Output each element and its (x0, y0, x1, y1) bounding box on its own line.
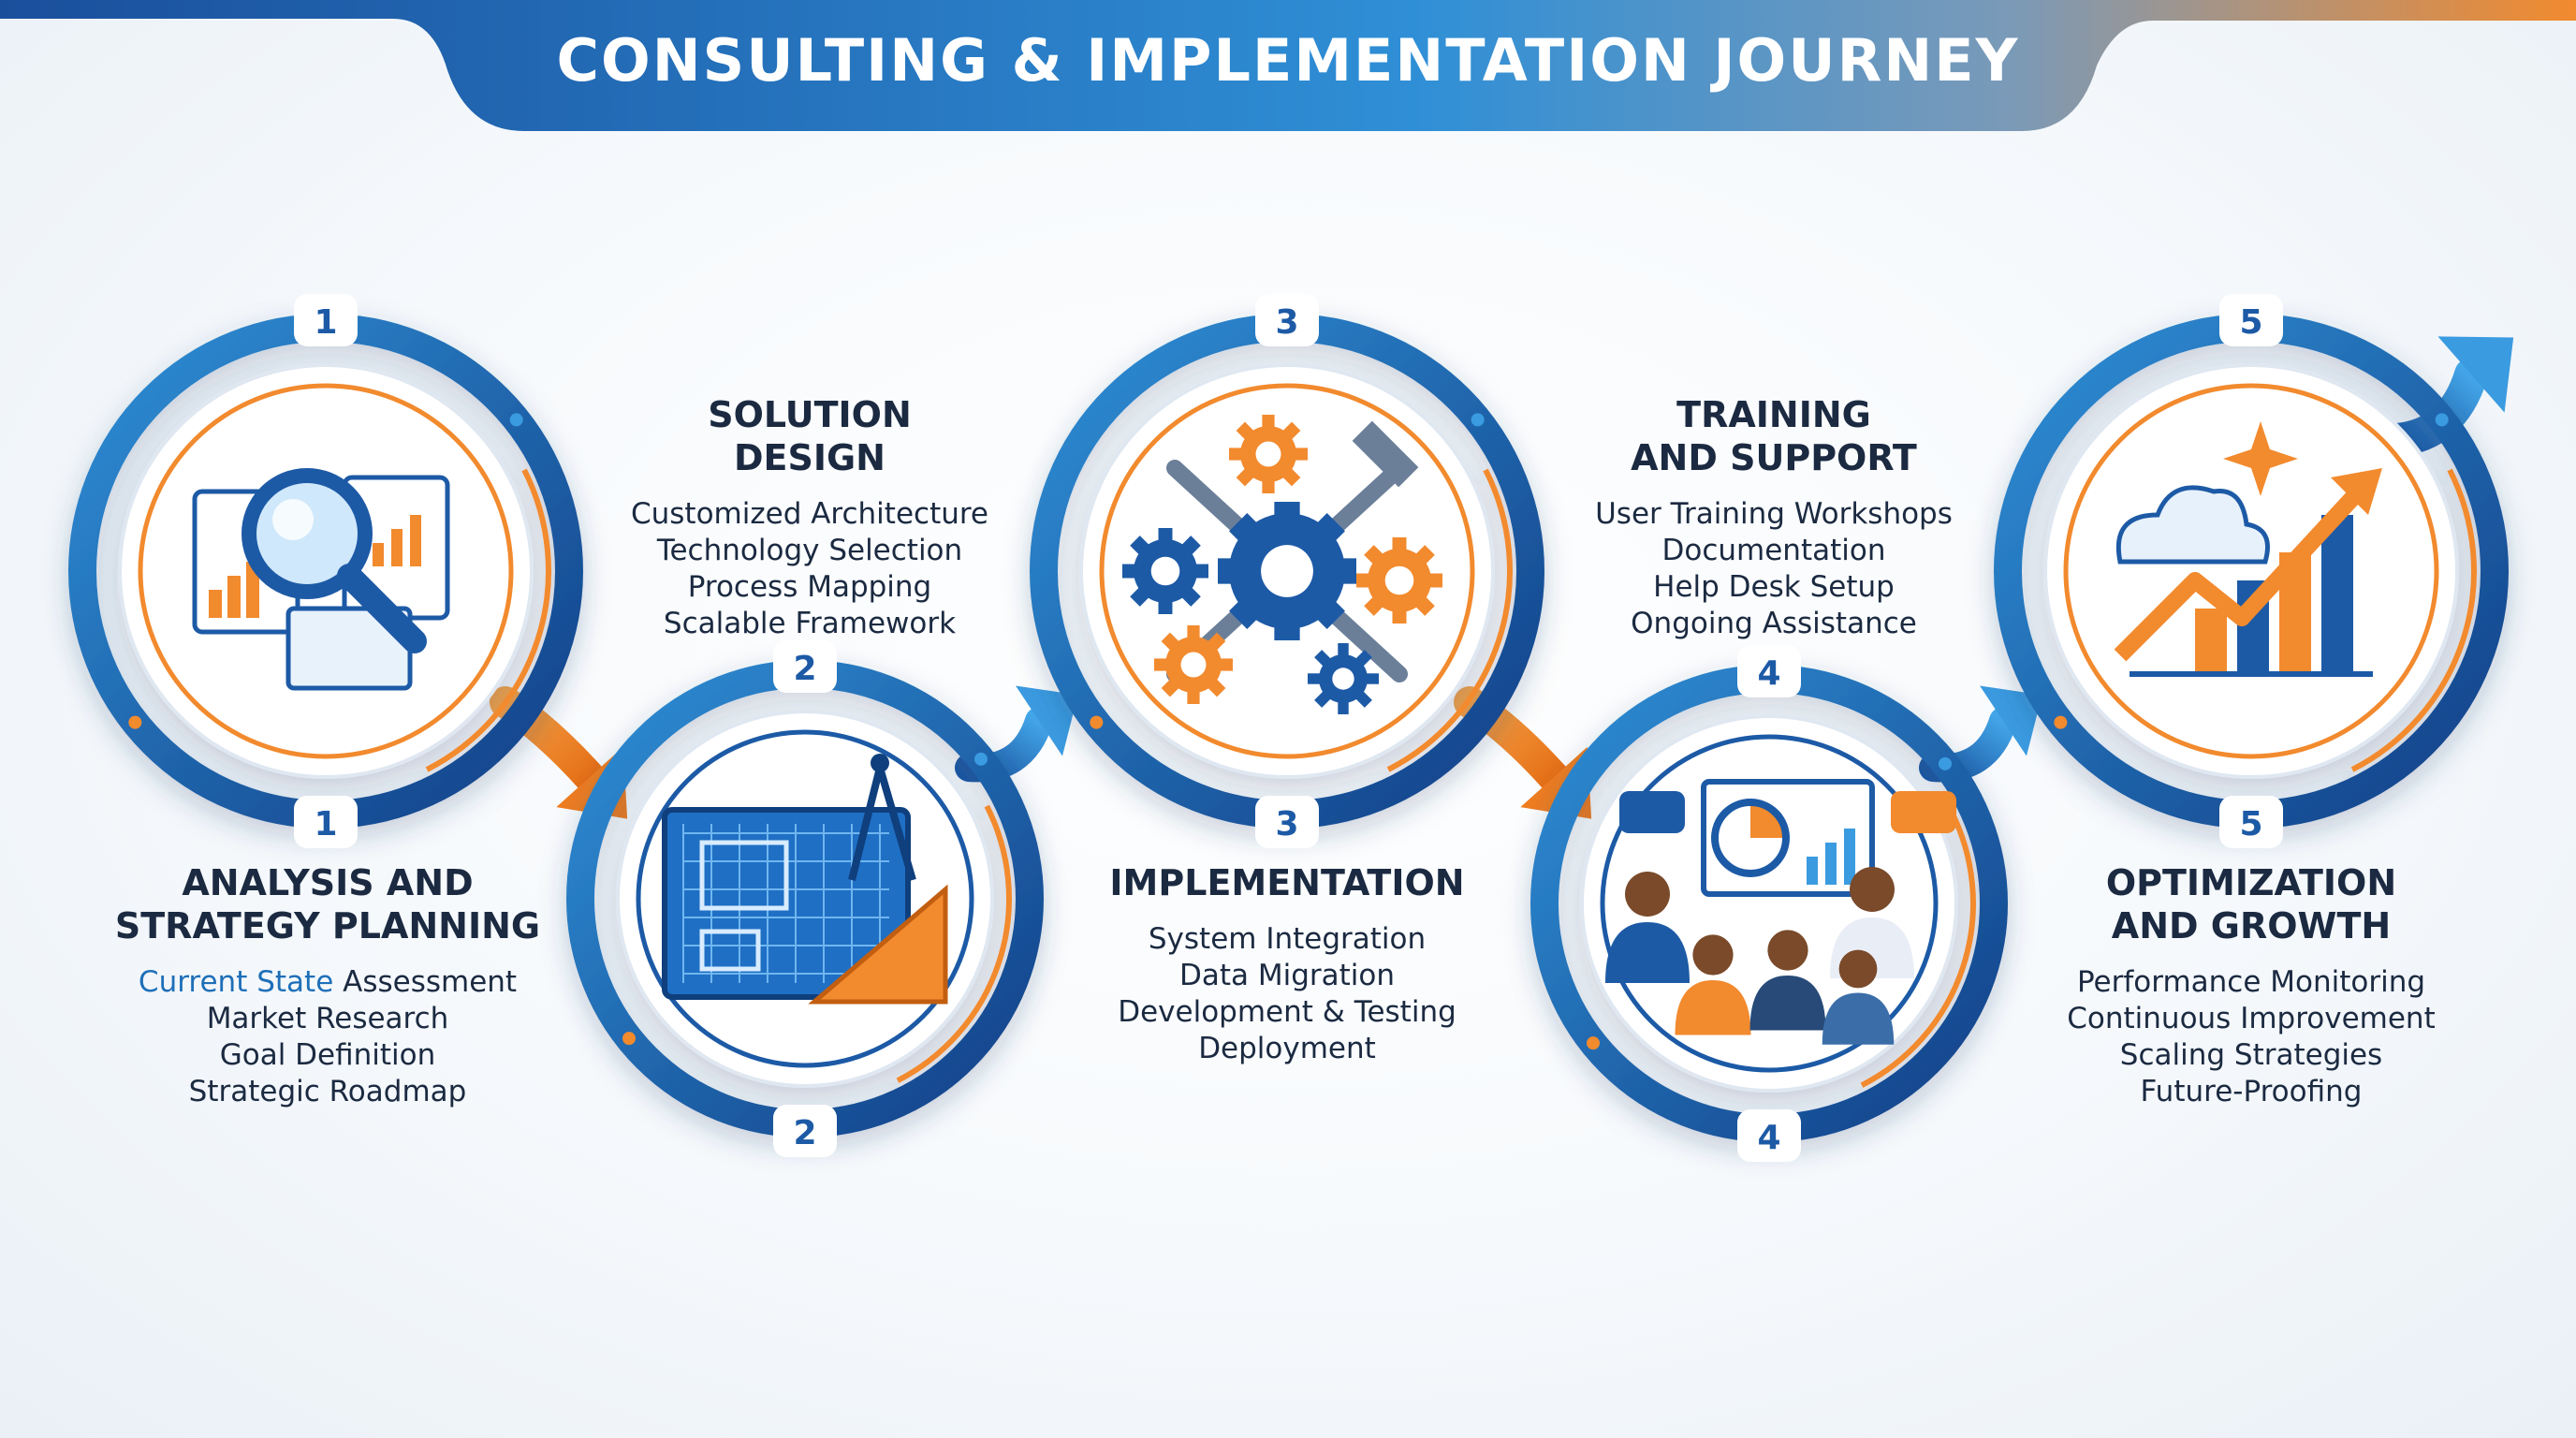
step-title-line: TRAINING (1676, 394, 1871, 435)
step-2-number-bottom: 2 (793, 1114, 816, 1152)
step-4-number-top: 4 (1757, 654, 1780, 693)
step-item: Performance Monitoring (2076, 965, 2426, 999)
step-5-number-bottom: 5 (2239, 805, 2262, 844)
step-item: Market Research (206, 1002, 449, 1035)
step-4-circle (1530, 665, 2008, 1142)
step-item: Goal Definition (219, 1038, 436, 1072)
step-item: System Integration (1148, 922, 1427, 956)
step-title-line: STRATEGY PLANNING (114, 905, 541, 946)
title-banner (0, 0, 2576, 131)
step-title-line: SOLUTION (708, 394, 912, 435)
step-item: Process Mapping (687, 570, 932, 604)
step-title-line: ANALYSIS AND (182, 862, 474, 903)
growth-chart-icon (2114, 421, 2382, 677)
step-2-number-top: 2 (793, 650, 816, 688)
step-3-number-bottom: 3 (1275, 805, 1298, 844)
step-1-number-top: 1 (314, 303, 337, 342)
step-item: Deployment (1198, 1032, 1376, 1065)
step-item: Help Desk Setup (1653, 570, 1895, 604)
step-item: Current State Assessment (138, 965, 518, 999)
step-title-line: OPTIMIZATION (2105, 862, 2397, 903)
step-item: Future-Proofing (2140, 1075, 2363, 1108)
training-presentation-icon (1605, 779, 1956, 1045)
magnifier-report-icon (192, 468, 450, 691)
step-title-line: DESIGN (733, 437, 886, 478)
step-item: Continuous Improvement (2067, 1002, 2436, 1035)
page-title: CONSULTING & IMPLEMENTATION JOURNEY (556, 26, 2020, 95)
gears-tools-icon (1122, 415, 1442, 714)
step-1-number-bottom: 1 (314, 805, 337, 844)
step-item: Development & Testing (1118, 995, 1456, 1029)
step-title-line: IMPLEMENTATION (1109, 862, 1465, 903)
step-title-line: AND GROWTH (2111, 905, 2392, 946)
step-5-number-top: 5 (2239, 303, 2262, 342)
step-3-number-top: 3 (1275, 303, 1298, 342)
step-item: Customized Architecture (630, 497, 989, 531)
step-5-circle (1994, 314, 2509, 829)
step-3-title: IMPLEMENTATION (1044, 861, 1530, 904)
step-item: Ongoing Assistance (1631, 607, 1917, 640)
step-item: Technology Selection (656, 534, 963, 567)
step-item: Scalable Framework (663, 607, 957, 640)
blueprint-icon (662, 754, 948, 1005)
step-item: Strategic Roadmap (188, 1075, 467, 1108)
step-item: Scaling Strategies (2119, 1038, 2383, 1072)
step-item: Documentation (1661, 534, 1886, 567)
step-item: Data Migration (1178, 959, 1396, 992)
step-title-line: AND SUPPORT (1631, 437, 1917, 478)
step-item: User Training Workshops (1595, 497, 1953, 531)
step-4-number-bottom: 4 (1757, 1119, 1780, 1157)
